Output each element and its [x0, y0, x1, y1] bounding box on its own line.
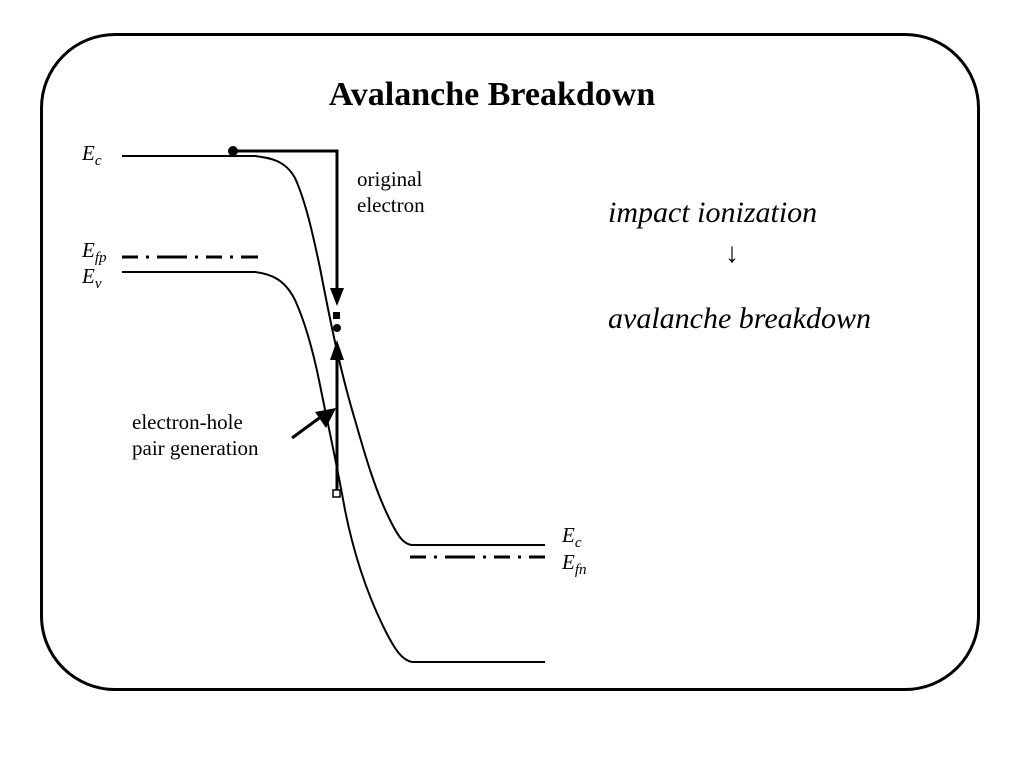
original-electron-path	[233, 149, 339, 300]
slide-frame	[40, 33, 980, 691]
ehp-pointer-arrowhead	[315, 408, 336, 428]
ehp-pointer-arrow	[291, 414, 323, 440]
ehp-generation-label: electron-hole pair generation	[132, 410, 259, 460]
ec-right-label: Ec	[562, 523, 582, 552]
original-electron-arrowhead	[330, 288, 344, 306]
slide-title: Avalanche Breakdown	[328, 76, 656, 113]
avalanche-breakdown-text: avalanche breakdown	[608, 302, 871, 335]
generated-electron-2	[333, 324, 341, 332]
original-electron-label: original electron	[357, 167, 425, 217]
hole-square	[332, 489, 341, 498]
efp-label: Efp	[82, 238, 107, 267]
hole-arrowhead	[330, 340, 344, 360]
valence-band-edge	[122, 271, 545, 663]
ec-left-label: Ec	[82, 141, 102, 170]
impact-ionization-text: impact ionization	[608, 196, 818, 229]
ev-label: Ev	[82, 264, 102, 293]
generated-electron-1	[333, 312, 340, 319]
down-arrow-icon: ↓	[725, 238, 739, 269]
efn-label: Efn	[562, 550, 587, 579]
